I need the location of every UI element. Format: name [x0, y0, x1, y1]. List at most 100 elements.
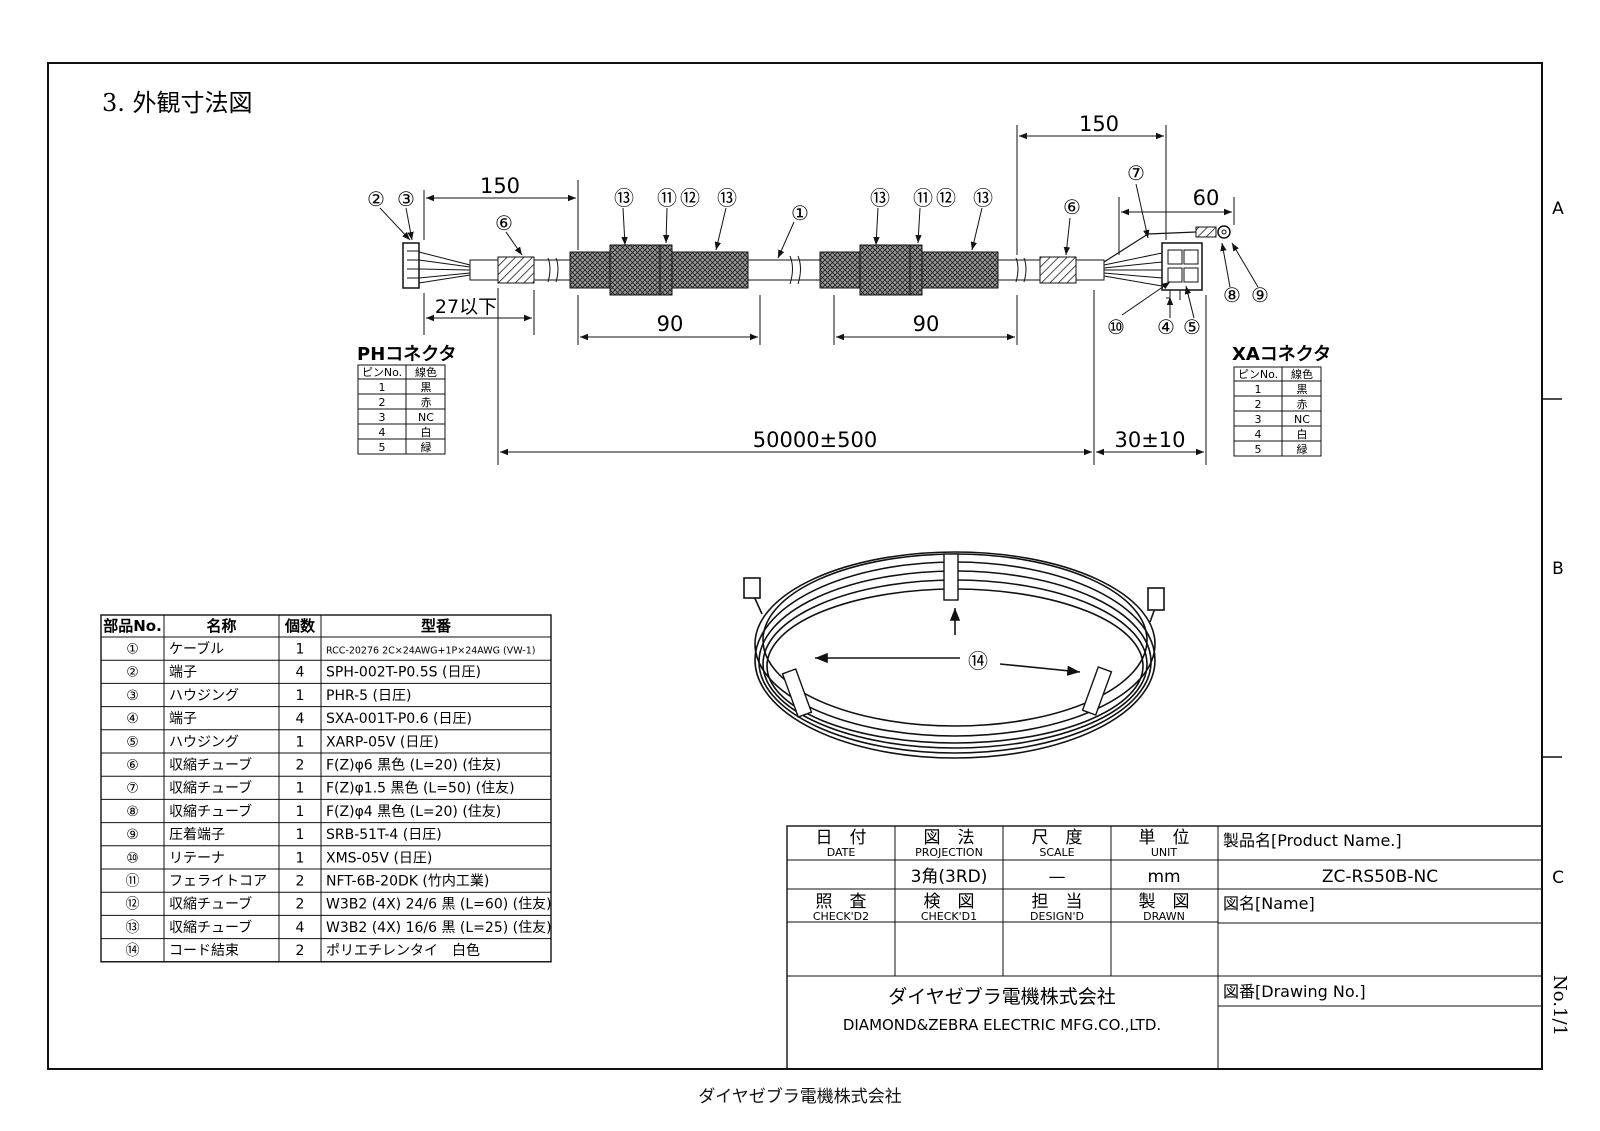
shrink-tube-13-c [819, 251, 861, 289]
ph-pin: 1 [379, 381, 386, 394]
callout-leaders [379, 183, 1259, 319]
product-name-value: ZC-RS50B-NC [1322, 867, 1438, 887]
scale-label: 尺 度 [1032, 828, 1083, 848]
parts-header-cell: 個数 [284, 617, 316, 635]
cable-tie-top [943, 553, 959, 601]
parts-cell-name: 収縮チューブ [169, 757, 252, 774]
shrink-tube-13-a [569, 251, 611, 289]
parts-cell-no: ④ [126, 711, 139, 727]
dim-tail: 30±10 [1114, 428, 1185, 452]
parts-cell-model: ポリエチレンタイ 白色 [326, 942, 480, 959]
product-name-label: 製品名[Product Name.] [1223, 831, 1402, 850]
parts-cell-qty: 1 [296, 804, 305, 820]
parts-cell-qty: 2 [296, 874, 305, 890]
dim-60: 60 [1193, 186, 1220, 210]
callout-12-b: ⑫ [936, 186, 956, 210]
xa-connector-title: XAコネクタ [1232, 344, 1331, 365]
xa-connector-table: XAコネクタ ピンNo. 線色 1 黒 2 赤 3 NC 4 白 5 緑 [1232, 344, 1331, 457]
ph-color: 緑 [421, 440, 432, 454]
callout-5: ⑤ [1183, 315, 1201, 339]
ph-header-pin: ピンNo. [362, 366, 402, 379]
parts-cell-model: XMS-05V (日圧) [326, 850, 432, 866]
parts-cell-model: F(Z)φ6 黒色 (L=20) (住友) [326, 757, 501, 774]
ferrite-core-b [859, 244, 911, 296]
company-name-en: DIAMOND&ZEBRA ELECTRIC MFG.CO.,LTD. [843, 1016, 1161, 1034]
zone-c-label: C [1552, 868, 1564, 888]
designed-label-en: DESIGN'D [1030, 910, 1084, 923]
xa-color: NC [1294, 413, 1310, 426]
parts-cell-no: ⑪ [126, 874, 140, 890]
parts-cell-no: ⑭ [126, 943, 140, 959]
parts-cell-model: SRB-51T-4 (日圧) [326, 827, 442, 843]
parts-cell-qty: 2 [296, 897, 305, 913]
check2-label-en: CHECK'D2 [813, 910, 869, 923]
scale-value: — [1049, 867, 1066, 887]
shrink-tube-13-d [921, 251, 999, 289]
callout-9: ⑨ [1251, 283, 1269, 307]
projection-label: 図 法 [924, 828, 975, 848]
parts-cell-model: SPH-002T-P0.5S (日圧) [326, 665, 481, 681]
parts-cell-qty: 2 [296, 758, 305, 774]
xa-pin: 2 [1255, 398, 1262, 411]
callout-11-b: ⑪ [913, 186, 933, 210]
ph-color: 白 [421, 425, 432, 439]
ferrite-core-a [609, 244, 661, 296]
check1-label-en: CHECK'D1 [921, 910, 977, 923]
unit-value: mm [1147, 867, 1180, 887]
title-block: 日 付 DATE 図 法 PROJECTION 尺 度 SCALE 単 位 UN… [786, 825, 1570, 1070]
dim-150-left: 150 [480, 174, 520, 198]
callout-3: ③ [397, 187, 415, 211]
check1-label: 検 図 [924, 892, 975, 912]
parts-cell-qty: 4 [296, 711, 305, 727]
parts-cell-name: コード結束 [169, 943, 239, 959]
ph-pin: 3 [379, 411, 386, 424]
callout-11-a: ⑪ [657, 186, 677, 210]
cable-tie-left [781, 668, 813, 718]
designed-label: 担 当 [1032, 892, 1083, 912]
parts-cell-no: ⑥ [126, 758, 139, 774]
parts-cell-name: ケーブル [169, 641, 224, 658]
parts-cell-name: リテーナ [169, 850, 225, 866]
ph-connector-housing [402, 242, 420, 289]
xa-pin: 3 [1255, 413, 1262, 426]
xa-pin: 1 [1255, 383, 1262, 396]
shrink-tube-6-right [1039, 256, 1077, 284]
parts-cell-no: ③ [126, 688, 139, 704]
callout-13-d: ⑬ [973, 186, 993, 210]
dim-90-a: 90 [657, 312, 684, 336]
callout-10: ⑩ [1107, 315, 1125, 339]
parts-cell-no: ⑧ [126, 804, 139, 820]
parts-cell-model: W3B2 (4X) 16/6 黒 (L=25) (住友) [326, 920, 552, 936]
xa-color: 緑 [1297, 442, 1308, 456]
sheet-number: No.1/1 [1549, 975, 1570, 1036]
callout-14: ⑭ [968, 649, 988, 673]
parts-cell-model: F(Z)φ1.5 黒色 (L=50) (住友) [326, 780, 515, 797]
parts-cell-name: 端子 [169, 711, 197, 727]
callout-1: ① [791, 201, 809, 225]
shrink-tube-13-b [671, 251, 749, 289]
dim-27-max: 27以下 [435, 296, 497, 318]
callout-13-c: ⑬ [870, 186, 890, 210]
parts-cell-no: ⑫ [126, 897, 140, 913]
ph-header-color: 線色 [415, 365, 437, 379]
unit-label-en: UNIT [1151, 846, 1178, 859]
section-title: 3. 外観寸法図 [102, 89, 253, 117]
parts-cell-qty: 1 [296, 688, 305, 704]
zone-b-label: B [1552, 559, 1564, 579]
parts-cell-model: F(Z)φ4 黒色 (L=20) (住友) [326, 803, 501, 820]
date-label: 日 付 [816, 828, 867, 848]
ph-color: NC [418, 411, 434, 424]
parts-cell-qty: 4 [296, 920, 305, 936]
parts-header-cell: 名称 [206, 617, 236, 635]
dimension-lines [423, 125, 1235, 465]
drawing-number-label: 図番[Drawing No.] [1223, 982, 1366, 1001]
shrink-tube-8 [1195, 226, 1217, 238]
parts-cell-no: ⑨ [126, 827, 139, 843]
callout-13-b: ⑬ [717, 186, 737, 210]
ph-connector-title: PHコネクタ [357, 344, 457, 365]
ph-color: 黒 [421, 381, 432, 394]
parts-cell-qty: 2 [296, 943, 305, 959]
callout-12-a: ⑫ [680, 186, 700, 210]
